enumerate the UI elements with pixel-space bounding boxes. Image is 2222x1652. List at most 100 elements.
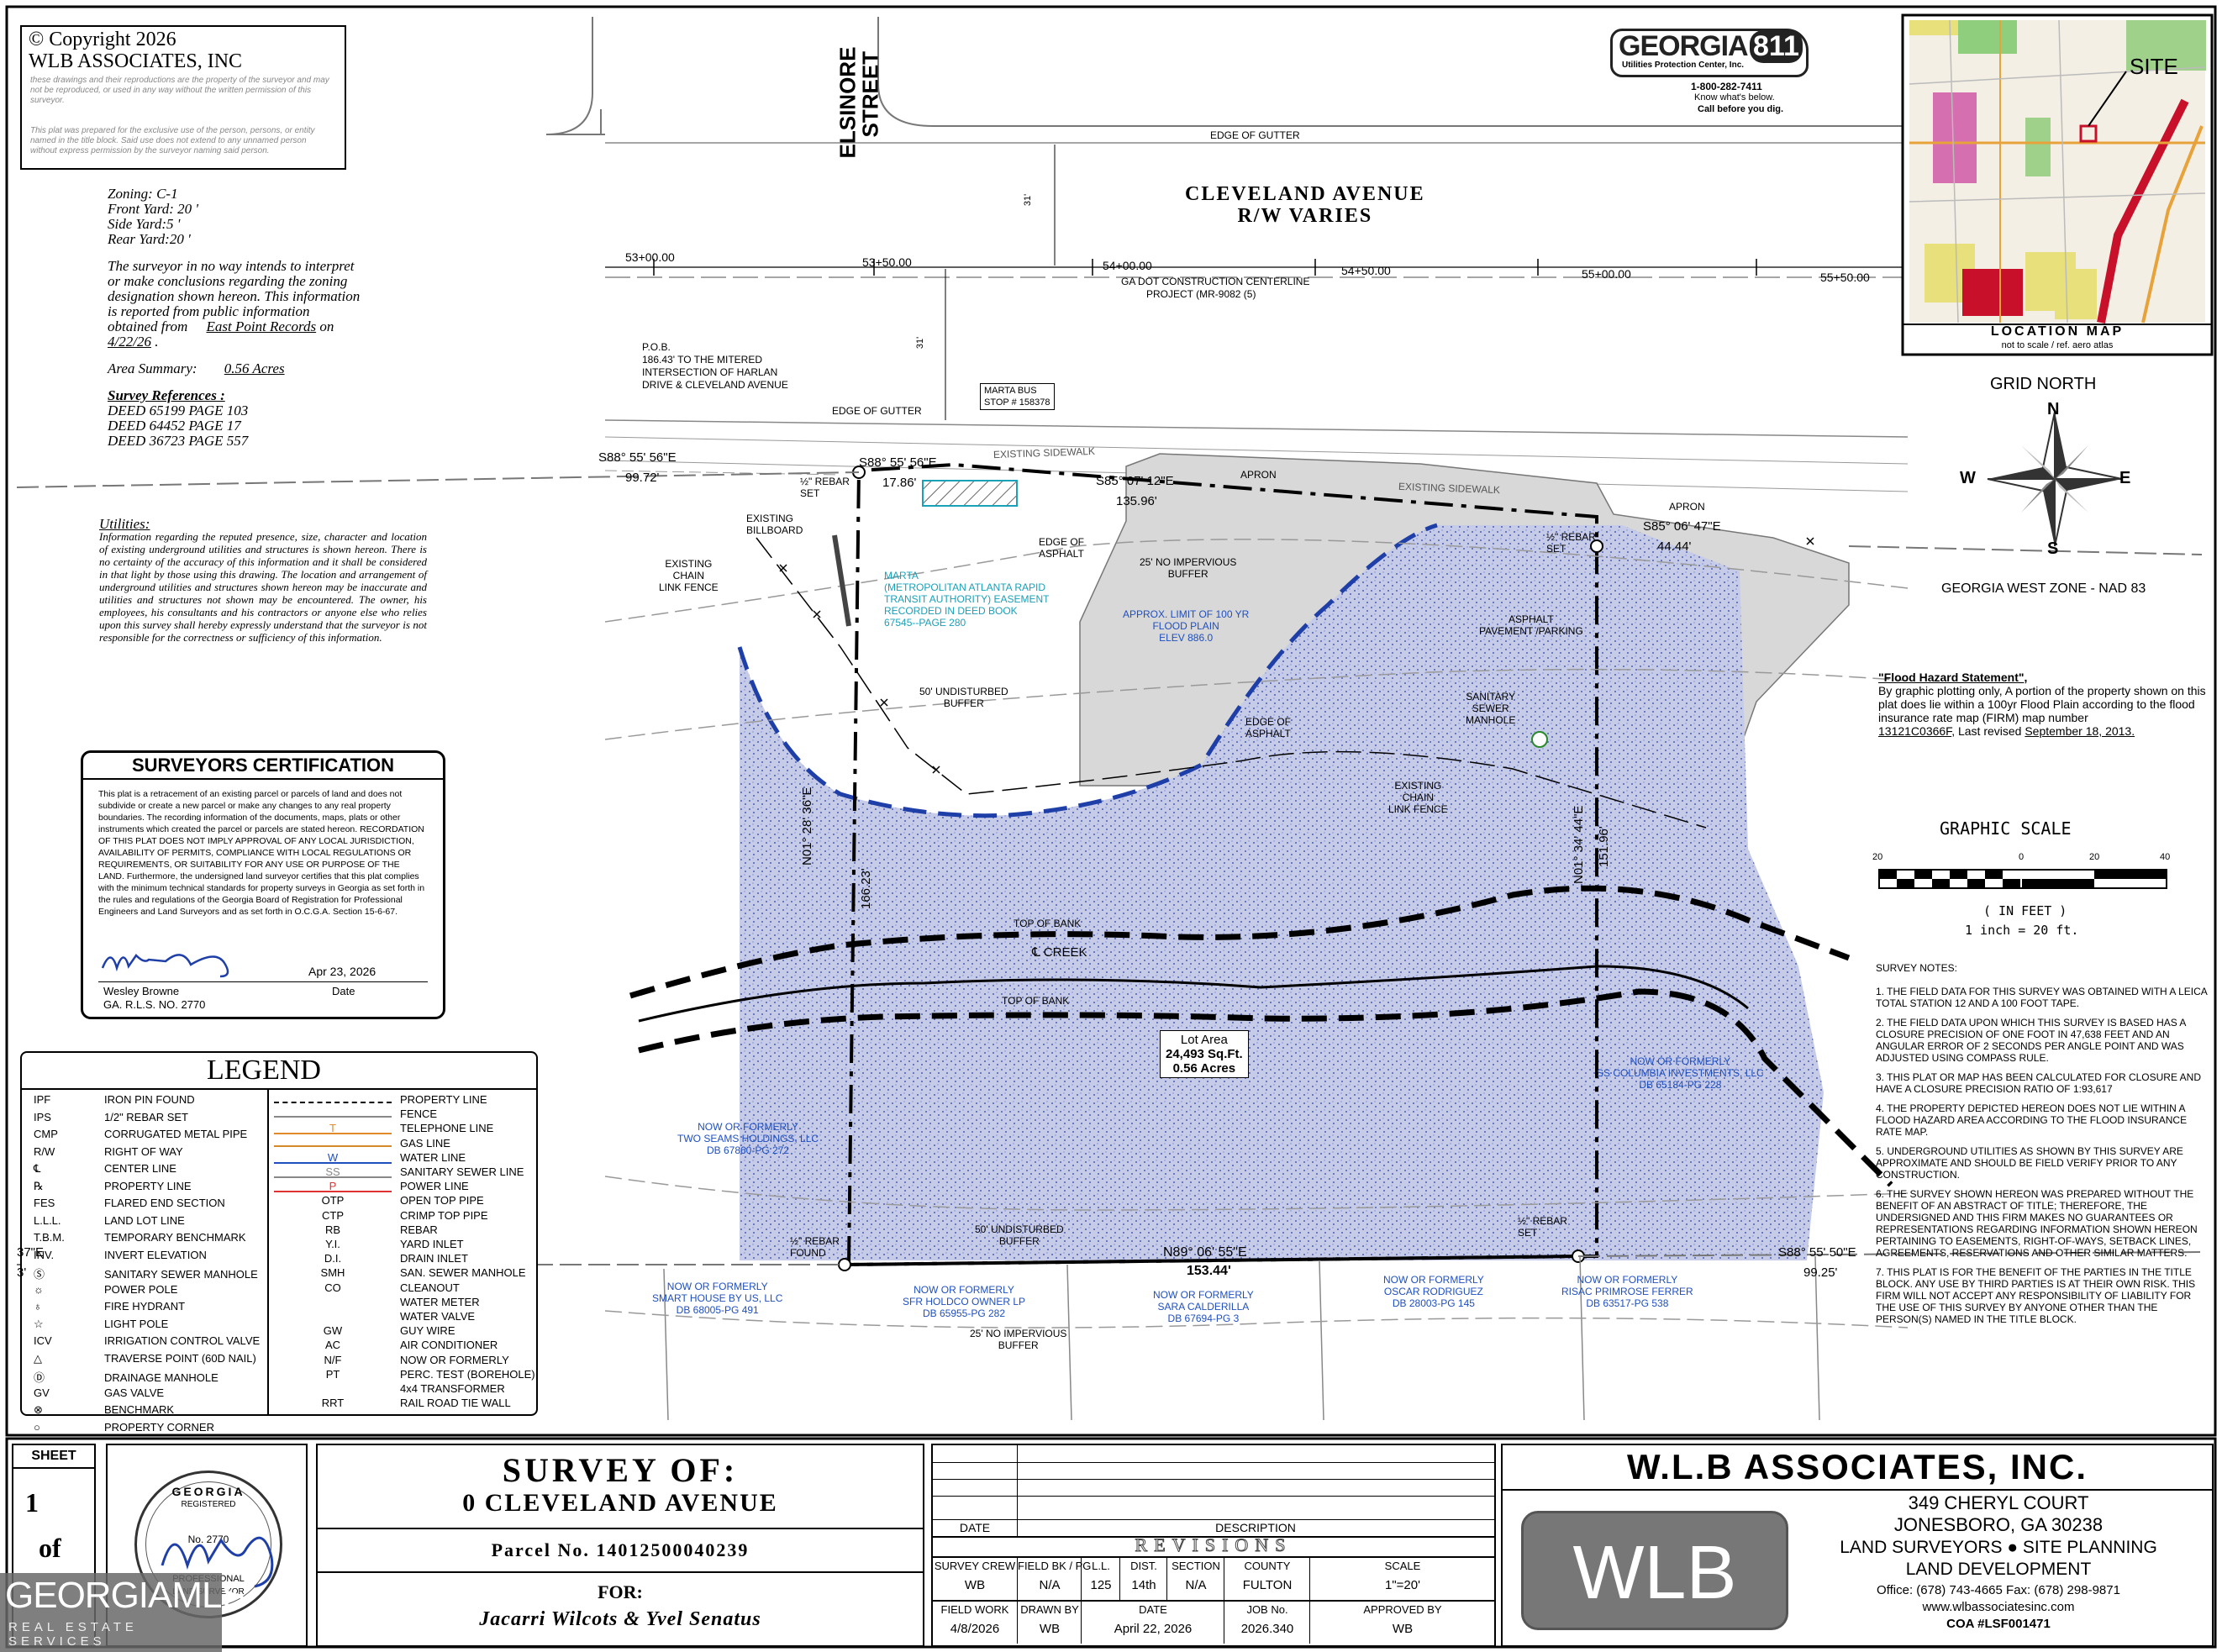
- firm-services-2: LAND DEVELOPMENT: [1905, 1560, 2092, 1579]
- legend-symbol: L.L.L.: [34, 1213, 61, 1227]
- revisions-title: REVISIONS: [1135, 1534, 1293, 1556]
- legend-line-description: OPEN TOP PIPE: [400, 1194, 484, 1207]
- survey-reference-3: DEED 36723 PAGE 557: [108, 433, 249, 449]
- client-name: Jacarri Wilcots & Yvel Senatus: [479, 1608, 761, 1630]
- legend-description: POWER POLE: [104, 1282, 178, 1296]
- legend-description: TRAVERSE POINT (60D NAIL): [104, 1351, 256, 1365]
- adjoiner-label-line: DB 65955-PG 282: [922, 1307, 1006, 1319]
- billboard-line1: EXISTING: [746, 513, 794, 524]
- ga811-sub: Utilities Protection Center, Inc.: [1622, 61, 1745, 70]
- no-imperv-2-line1: 25' NO IMPERVIOUS: [970, 1328, 1067, 1339]
- legend-description: PROPERTY CORNER: [104, 1420, 214, 1434]
- legend-line-description: RAIL ROAD TIE WALL: [400, 1397, 511, 1410]
- legend-symbol: FES: [34, 1197, 55, 1209]
- survey-note-item: 4. THE PROPERTY DEPICTED HEREON DOES NOT…: [1876, 1102, 2188, 1138]
- survey-reference-1: DEED 65199 PAGE 103: [108, 402, 249, 418]
- centerline-line1: GA DOT CONSTRUCTION CENTERLINE: [1121, 276, 1310, 287]
- no-imperv-1-line2: BUFFER: [1167, 568, 1208, 580]
- top-of-bank-label-1: TOP OF BANK: [1014, 918, 1082, 929]
- billboard: [832, 534, 851, 627]
- legend-row: △TRAVERSE POINT (60D NAIL): [34, 1352, 256, 1365]
- seal-state: GEORGIA: [171, 1485, 245, 1498]
- grid-north-title: GRID NORTH: [1990, 375, 2097, 393]
- legend-row: L.L.L.LAND LOT LINE: [34, 1214, 185, 1227]
- legend-row: ♁FIRE HYDRANT: [34, 1300, 185, 1313]
- legend-line-description: WATER LINE: [400, 1150, 466, 1164]
- bearing-2: S88° 55' 56"E: [859, 455, 937, 470]
- legend-symbol: ♁: [34, 1300, 42, 1313]
- firm-address-2: JONESBORO, GA 30238: [1893, 1514, 2104, 1535]
- billboard-line2: BILLBOARD: [746, 524, 803, 536]
- survey-references-title: Survey References :: [108, 387, 225, 403]
- undisturbed-buffer-line: [604, 668, 1909, 740]
- scale-tick-2: 0: [2019, 852, 2025, 862]
- legend-line-symbol: AC: [324, 1339, 341, 1352]
- ga811-phone: 1-800-282-7411: [1691, 81, 1762, 92]
- legend-line-symbol: [274, 1144, 392, 1147]
- adjoiner-label-line: DB 67860-PG 272: [706, 1144, 790, 1156]
- legend-line-row: GAS LINE: [274, 1137, 450, 1150]
- survey-note-item: 3. THIS PLAT OR MAP HAS BEEN CALCULATED …: [1876, 1071, 2201, 1095]
- georgia-811-logo: GEORGIA 811 Utilities Protection Center,…: [1607, 29, 1809, 121]
- legend-description: DRAINAGE MANHOLE: [104, 1371, 219, 1384]
- legend-line-description: AIR CONDITIONER: [400, 1339, 498, 1352]
- bearing-7: N89° 06' 55"E: [1163, 1245, 1247, 1260]
- legend-line-description: NOW OR FORMERLY: [400, 1353, 509, 1366]
- adjoiner-label-line: DB 28003-PG 145: [1392, 1297, 1475, 1309]
- flood-limit-line2: FLOOD PLAIN: [1152, 620, 1219, 632]
- survey-info-value: N/A: [1039, 1578, 1061, 1592]
- legend-line-symbol: PT: [325, 1367, 340, 1381]
- legend-description: BENCHMARK: [104, 1403, 175, 1416]
- area-summary-label: Area Summary:: [108, 360, 197, 376]
- edge-asphalt-label-2: EDGE OF ASPHALT: [1245, 716, 1291, 739]
- legend-symbol: ○: [34, 1420, 40, 1434]
- legend-line-symbol: T: [274, 1123, 392, 1135]
- legend-line-symbol: OTP: [321, 1194, 345, 1207]
- legend-line-symbol: D.I.: [324, 1252, 342, 1265]
- legend-line-symbol: W: [274, 1152, 392, 1164]
- survey-info-label: SCALE: [1384, 1560, 1421, 1572]
- asphalt-parking-2: PAVEMENT /PARKING: [1479, 625, 1583, 637]
- street-elsinore-line2: STREET: [857, 50, 883, 138]
- firm-panel-number: 13121C0366F: [1878, 724, 1952, 738]
- distance-1: 99.72': [625, 471, 660, 485]
- legend-row: ℞PROPERTY LINE: [34, 1180, 192, 1193]
- legend-line-symbol: CTP: [322, 1208, 344, 1222]
- legend-description: GAS VALVE: [104, 1386, 165, 1399]
- zoning-source: East Point Records: [206, 318, 317, 334]
- flood-hazard-statement: "Flood Hazard Statement", By graphic plo…: [1878, 671, 2206, 738]
- firm-coa: COA #LSF001471: [1946, 1617, 2051, 1631]
- marta-easement: [922, 480, 1018, 507]
- legend-line-symbol: SMH: [320, 1266, 345, 1280]
- undisturbed-1-line1: 50' UNDISTURBED: [919, 686, 1008, 697]
- marta-easement-label: MARTA (METROPOLITAN ATLANTA RAPID TRANSI…: [884, 570, 1049, 629]
- flood-limit-line1: APPROX. LIMIT OF 100 YR: [1123, 608, 1250, 620]
- marta-ease-3: TRANSIT AUTHORITY) EASEMENT: [884, 593, 1050, 605]
- legend-line-description: WATER VALVE: [400, 1310, 476, 1323]
- sewer-mh-3: MANHOLE: [1466, 714, 1516, 726]
- adjoiner-label-line: NOW OR FORMERLY: [1577, 1274, 1678, 1286]
- bearing-8: S88° 55' 50"E: [1778, 1245, 1856, 1260]
- ga811-know: Know what's below.: [1694, 92, 1775, 103]
- legend-line-description: YARD INLET: [400, 1238, 464, 1250]
- legend-line-row: PROPERTY LINE: [274, 1093, 487, 1106]
- edge-asphalt-2-line1: EDGE OF: [1245, 716, 1292, 728]
- survey-note-item: 5. UNDERGROUND UTILITIES AS SHOWN BY THI…: [1876, 1145, 2183, 1181]
- watermark-sub: REAL ESTATE SERVICES: [8, 1620, 138, 1649]
- legend-symbol: ℄: [34, 1162, 41, 1175]
- adjoiner-label-line: OSCAR RODRIGUEZ: [1383, 1286, 1483, 1297]
- location-map-title: LOCATION MAP: [1990, 324, 2125, 339]
- legend-line-symbol: RB: [324, 1223, 341, 1236]
- firm-website: www.wlbassociatesinc.com: [1922, 1600, 2075, 1614]
- graphic-scale-title: GRAPHIC SCALE: [1940, 818, 2072, 839]
- legend-description: PROPERTY LINE: [104, 1179, 192, 1192]
- marta-ease-1: MARTA: [884, 570, 919, 581]
- legend-line-row: WATER METER: [274, 1296, 480, 1308]
